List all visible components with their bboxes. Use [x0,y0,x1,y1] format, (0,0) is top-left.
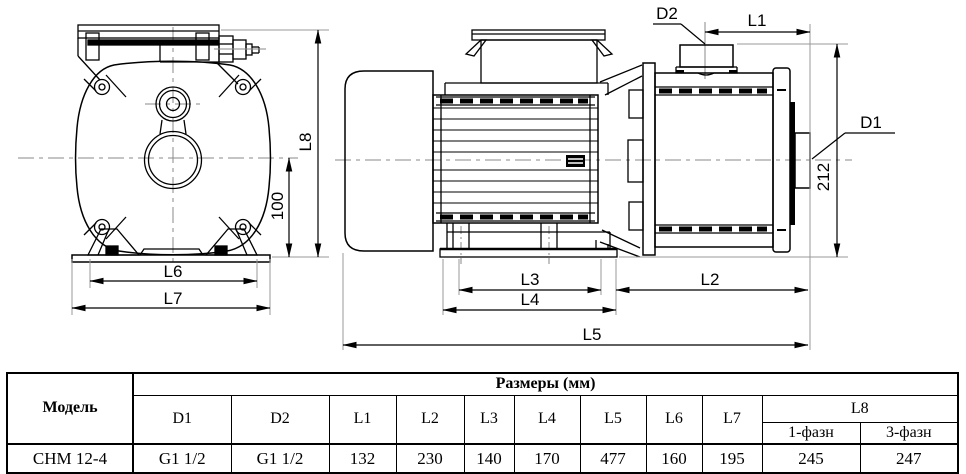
fan-cover [344,70,434,252]
dim-label-l5: L5 [583,325,602,344]
col-header-l7: L7 [701,395,763,445]
side-extension-lines [342,24,848,350]
cell-l8-1phase: 245 [761,443,861,474]
side-view: D2 L1 D1 212 L3 L4 L2 L5 [335,4,895,350]
motor-pump-adapter [595,64,643,258]
col-header-d1: D1 [132,395,232,445]
cell-d2: G1 1/2 [230,443,330,474]
front-feet [71,228,271,263]
suction-eye [143,130,203,190]
front-centerlines [18,27,298,266]
fill-plug-boss [155,86,191,135]
terminal-box-side [444,29,614,95]
side-dimension-lines [342,23,895,349]
dim-label-212: 212 [814,163,833,191]
discharge-port [675,44,738,76]
col-header-l2: L2 [395,395,465,445]
side-feet [439,223,618,258]
table-row: CHM 12-4 G1 1/2 G1 1/2 132 230 140 170 4… [6,443,959,474]
cable-gland [214,35,266,63]
front-view: 100 L8 L6 L7 [18,24,329,315]
col-header-l8: L8 [761,395,959,423]
dim-label-l7: L7 [164,289,183,308]
motor-body [432,94,599,224]
cell-l6: 160 [645,443,703,474]
cell-l3: 140 [463,443,515,474]
cell-l4: 170 [513,443,581,474]
dimensions-table-wrap: Модель Размеры (мм) D1 D2 L1 L2 L3 L4 L5… [6,372,960,474]
pump-body [627,62,795,256]
dim-label-l8: L8 [296,133,315,152]
dim-label-l1: L1 [748,11,767,30]
technical-drawing: 100 L8 L6 L7 [18,4,895,350]
col-header-l8-3phase: 3-фазн [859,422,959,445]
eye-bolts [83,74,262,240]
cell-l2: 230 [395,443,465,474]
cell-l1: 132 [328,443,397,474]
dim-label-l6: L6 [164,262,183,281]
col-header-l1: L1 [328,395,397,445]
dim-label-d1: D1 [860,113,882,132]
dim-label-100: 100 [268,192,287,220]
col-header-d2: D2 [230,395,330,445]
front-dimension-lines [71,29,322,312]
cell-d1: G1 1/2 [132,443,232,474]
sizes-header: Размеры (мм) [132,372,959,396]
col-header-l8-1phase: 1-фазн [761,422,861,445]
col-header-l5: L5 [579,395,647,445]
col-header-l3: L3 [463,395,515,445]
model-column-header: Модель [6,372,134,445]
dim-label-d2: D2 [656,4,678,23]
cell-l5: 477 [579,443,647,474]
cell-model: CHM 12-4 [6,443,134,474]
side-centerlines [335,22,852,264]
col-header-l4: L4 [513,395,581,445]
front-extension-lines [71,29,329,315]
col-header-l6: L6 [645,395,703,445]
dim-label-l4: L4 [521,290,540,309]
dim-label-l2: L2 [701,270,720,289]
terminal-box-front [77,24,239,85]
cell-l7: 195 [701,443,763,474]
dimensions-table: Модель Размеры (мм) D1 D2 L1 L2 L3 L4 L5… [6,372,960,474]
dim-label-l3: L3 [521,270,540,289]
cell-l8-3phase: 247 [859,443,959,474]
